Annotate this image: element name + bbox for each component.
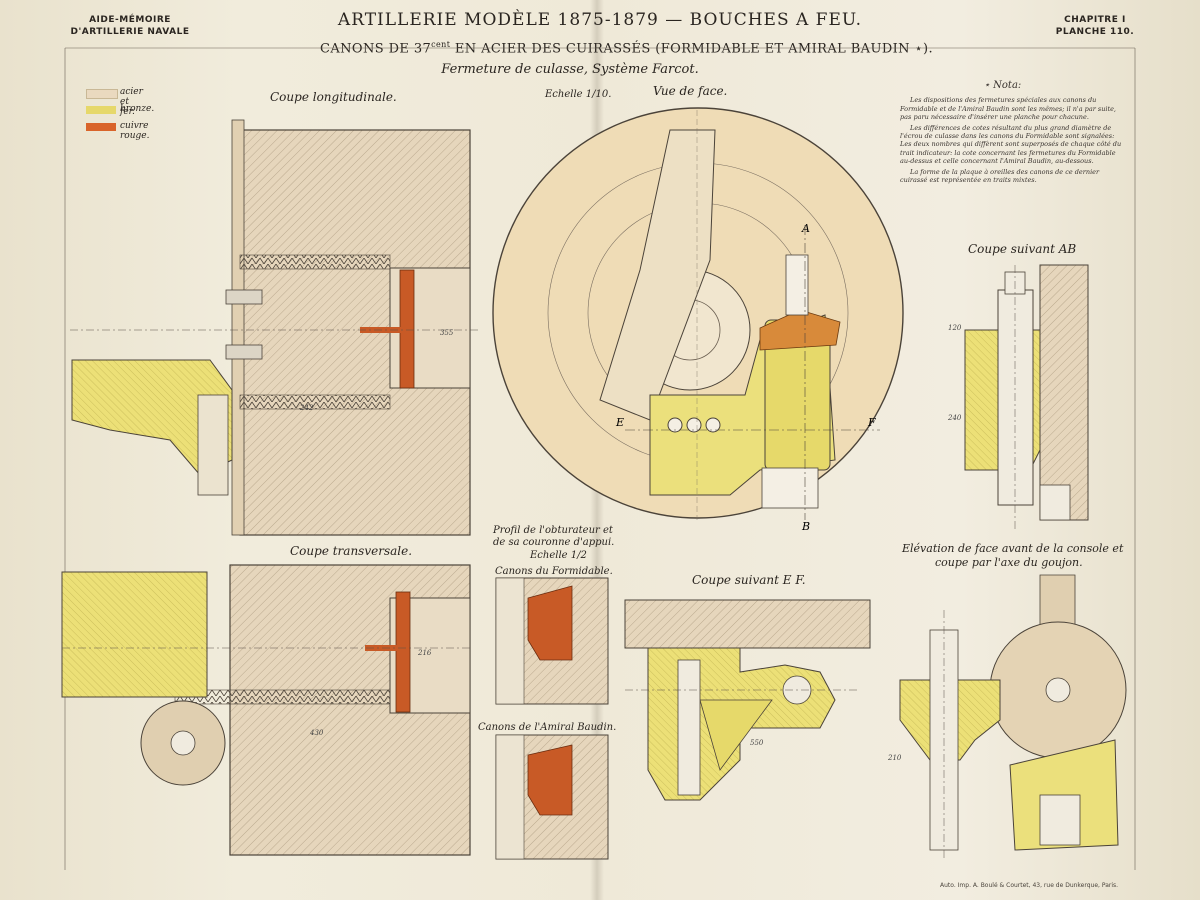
page-title: ARTILLERIE MODÈLE 1875-1879 — BOUCHES A … <box>337 10 863 30</box>
ef-top-plate <box>624 599 871 649</box>
header-right: CHAPITRE I PLANCHE 110. <box>1040 14 1150 38</box>
header-left-line2: D'ARTILLERIE NAVALE <box>70 27 190 37</box>
transverse-pinion-hub <box>170 730 196 756</box>
transverse-bronze-block <box>61 571 208 698</box>
screw-thread-bottom <box>239 394 391 410</box>
nota-paragraph-3: La forme de la plaque à oreilles des can… <box>900 167 1100 185</box>
ab-nut <box>1039 484 1071 521</box>
label-coupe-transversale: Coupe transversale. <box>290 544 413 558</box>
header-left: AIDE-MÉMOIRE D'ARTILLERIE NAVALE <box>70 14 190 38</box>
dim-550: 550 <box>750 739 764 747</box>
transverse-copper <box>395 591 411 713</box>
marker-a: A <box>801 222 810 235</box>
label-elevation-line2: coupe par l'axe du goujon. <box>935 556 1083 569</box>
subtitle-post: EN ACIER DES CUIRASSÉS (FORMIDABLE ET AM… <box>450 41 934 57</box>
screw-thread-top <box>239 254 391 270</box>
label-canons-baudin: Canons de l'Amiral Baudin. <box>478 722 617 733</box>
label-profil-line2: de sa couronne d'appui. <box>493 537 615 548</box>
nota-block: ⋆ Nota: Les dispositions des fermetures … <box>900 80 1125 186</box>
label-echelle: Echelle 1/10. <box>545 89 612 100</box>
console-bolt-2 <box>686 417 702 433</box>
vue-de-face-drawing <box>492 107 904 520</box>
fermeture-title: Fermeture de culasse, Système Farcot. <box>441 62 699 77</box>
pivot-pin-long <box>197 394 229 496</box>
header-left-line1: AIDE-MÉMOIRE <box>89 15 171 25</box>
bolt-upper <box>225 289 263 305</box>
nota-paragraph-1: Les dispositions des fermetures spéciale… <box>900 96 1116 122</box>
baudin-screw-part <box>495 734 525 860</box>
subtitle-sup: cent <box>431 40 451 49</box>
coupe-transversale-drawing: 216 430 <box>61 564 471 856</box>
bolt-lower <box>225 344 263 360</box>
label-profil-line1: Profil de l'obturateur et <box>493 525 613 536</box>
label-profil-echelle: Echelle 1/2 <box>530 550 587 561</box>
ab-pivot-pin <box>997 289 1034 506</box>
legend-swatch-acier <box>86 89 118 99</box>
chapitre-label: CHAPITRE I <box>1064 15 1126 25</box>
coupe-ab-drawing: 120 240 <box>947 264 1089 530</box>
dim-210: 210 <box>887 754 902 762</box>
marker-f: F <box>867 416 876 429</box>
dim-120: 120 <box>948 324 962 332</box>
printer-imprint: Auto. Imp. A. Boulé & Courtet, 43, rue d… <box>940 882 1119 889</box>
legend-label-bronze: bronze. <box>120 104 155 114</box>
ef-gusset <box>699 699 773 771</box>
ab-wall <box>1039 264 1089 521</box>
dim-430: 430 <box>309 729 324 737</box>
marker-e: E <box>615 416 624 429</box>
legend-label-cuivre: cuivre rouge. <box>120 121 150 141</box>
console-bolt-1 <box>667 417 683 433</box>
legend-swatch-bronze <box>86 106 116 114</box>
elev-disc-hub <box>1045 677 1071 703</box>
marker-b: B <box>801 520 810 533</box>
dim-216: 216 <box>417 649 432 657</box>
label-coupe-ab: Coupe suivant AB <box>968 242 1077 256</box>
label-vue-de-face: Vue de face. <box>653 84 728 98</box>
profil-formidable-drawing <box>495 577 609 705</box>
planche-label: PLANCHE 110. <box>1055 27 1135 37</box>
pivot-pin-top <box>785 254 809 316</box>
elev-nut-block <box>1039 794 1081 846</box>
page-subtitle: CANONS DE 37cent EN ACIER DES CUIRASSÉS … <box>320 40 933 57</box>
nota-title: ⋆ Nota: <box>983 80 1022 91</box>
dim-242: 242 <box>299 404 314 412</box>
breech-plate <box>231 119 245 536</box>
dim-240: 240 <box>947 414 962 422</box>
legend-swatch-cuivre <box>86 123 116 131</box>
elevation-console-drawing: 210 <box>887 574 1127 860</box>
label-coupe-ef: Coupe suivant E F. <box>692 573 806 587</box>
label-canons-formidable: Canons du Formidable. <box>495 566 613 577</box>
label-elevation-line1: Elévation de face avant de la console et <box>902 542 1124 555</box>
pivot-base <box>761 467 819 509</box>
label-coupe-longitudinale: Coupe longitudinale. <box>270 90 397 104</box>
nota-paragraph-2: Les différences de cotes résultant du pl… <box>900 123 1122 166</box>
formidable-screw-part <box>495 577 525 705</box>
profil-baudin-drawing <box>495 734 609 860</box>
subtitle-pre: CANONS DE 37 <box>320 41 432 57</box>
legend-label-acier: acier et fer. <box>120 87 143 117</box>
coupe-ef-drawing: 550 <box>624 599 871 801</box>
baudin-copper-ring <box>527 744 573 816</box>
copper-obturator <box>399 269 415 389</box>
ef-pivot-pin <box>677 659 701 796</box>
console-bolt-3 <box>705 417 721 433</box>
coupe-longitudinale-drawing: 355 242 <box>70 119 480 536</box>
formidable-copper-ring <box>527 585 573 661</box>
dim-355: 355 <box>440 329 454 337</box>
